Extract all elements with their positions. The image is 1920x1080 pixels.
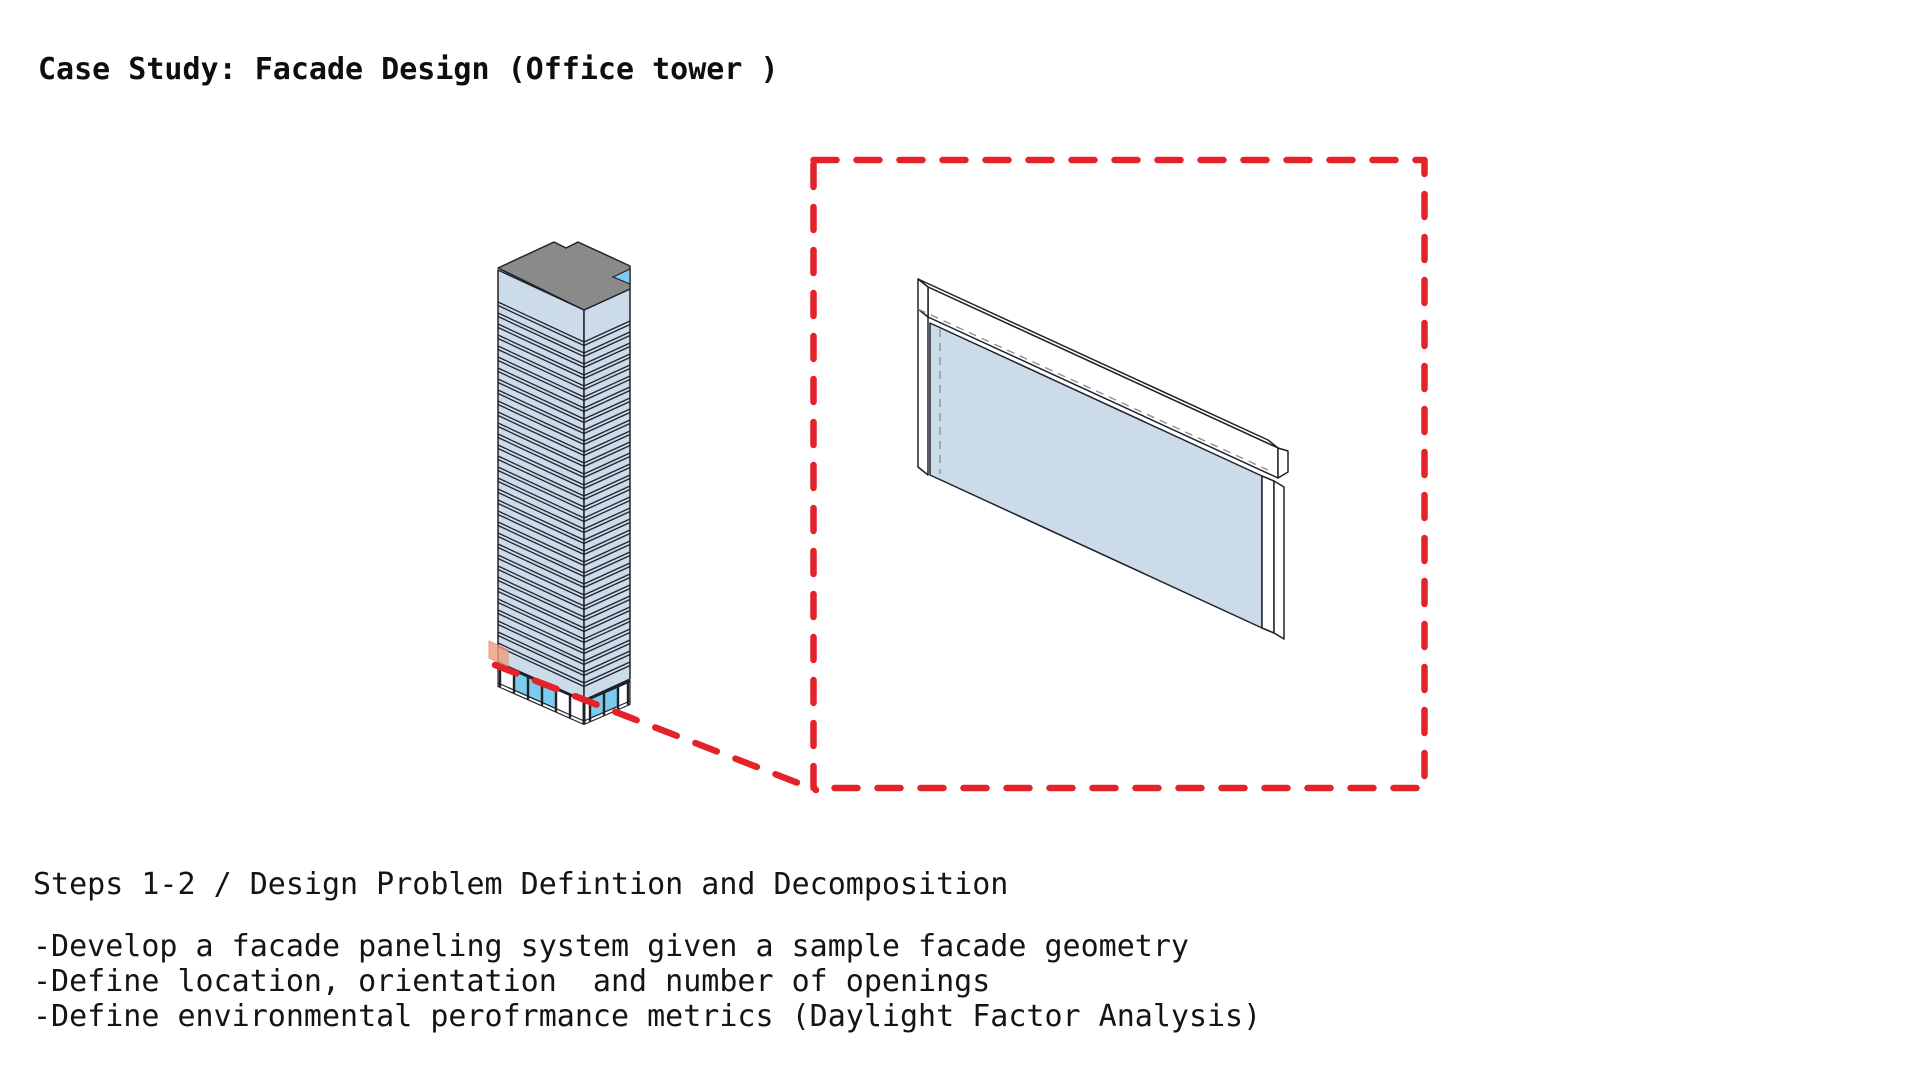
bullet-item: -Define environmental perofrmance metric… — [33, 999, 1262, 1034]
colonnade-beam-right — [583, 679, 631, 703]
tower-right-face — [583, 288, 631, 701]
tower-floor-lines — [497, 301, 631, 688]
colonnade-columns — [498, 663, 630, 724]
roof-skylight-glass — [611, 268, 631, 285]
callout-leader-line — [491, 661, 820, 794]
tower-roof — [497, 241, 631, 311]
callout — [491, 156, 1428, 794]
facade-panel-detail — [917, 278, 1289, 640]
steps-bullet-list: -Develop a facade paneling system given … — [33, 929, 1261, 1034]
ground-edge-left — [497, 682, 585, 722]
ground-slab-right — [583, 703, 631, 726]
bullet-item: -Develop a facade paneling system given … — [33, 929, 1189, 964]
panel-right-mullion-front — [1261, 475, 1275, 634]
panel-right-mullion-side — [1273, 480, 1285, 640]
bullet-item: -Define location, orientation and number… — [33, 964, 991, 999]
panel-left-mullion — [917, 308, 929, 476]
page-title: Case Study: Facade Design (Office tower … — [38, 52, 779, 87]
steps-heading: Steps 1-2 / Design Problem Defintion and… — [33, 867, 1009, 902]
callout-box — [810, 156, 1428, 792]
panel-rail-right-cap — [1277, 447, 1289, 479]
ground-edge-right — [583, 700, 631, 722]
ground-slab-left — [497, 685, 585, 726]
office-tower — [488, 241, 631, 726]
tower-left-face — [497, 269, 585, 701]
